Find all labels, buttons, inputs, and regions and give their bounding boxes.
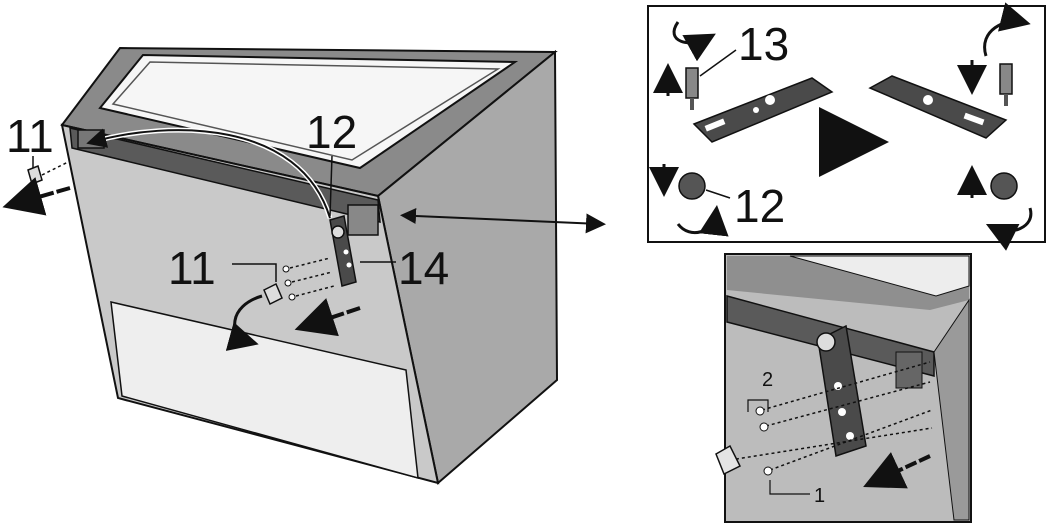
inset-swap-parts — [647, 2, 1046, 251]
front-rail — [69, 127, 381, 223]
pull-direction-arrow-icon — [2, 177, 71, 216]
detail-hinge-plate — [817, 324, 867, 457]
front-lower-panel — [110, 301, 419, 480]
inset-pin-left — [685, 67, 699, 110]
pull-direction-arrow-icon — [294, 298, 361, 337]
cabinet-illustration — [2, 46, 559, 485]
callout-inset-pin: 13 — [738, 18, 789, 70]
inset-cap-left — [678, 172, 706, 200]
detail-bolt — [715, 444, 742, 476]
callout-top-pin: 12 — [306, 106, 357, 158]
pull-direction-arrow-icon — [863, 452, 931, 489]
inset-pin-right — [999, 63, 1013, 106]
rotate-arrow-icon — [225, 294, 263, 351]
rotate-arrow-icon — [672, 21, 716, 62]
callout-detail-screws-a: 2 — [762, 369, 773, 391]
hinge-screws-icon — [263, 257, 335, 306]
inset-cap-right — [990, 172, 1018, 200]
callout-left-screw: 11 — [6, 110, 54, 162]
left-screw-icon — [27, 161, 69, 186]
rotate-arrow-icon — [676, 205, 729, 237]
callout-detail-screws-b: 1 — [814, 485, 825, 507]
detail-hinge-closeup — [715, 253, 972, 523]
rotate-arrow-icon — [985, 207, 1033, 251]
inset-hinge-left — [692, 77, 834, 143]
double-headed-arrow-icon — [400, 208, 606, 234]
inset-hinge-right — [868, 75, 1008, 139]
callout-hinge: 14 — [398, 242, 449, 294]
callout-hinge-screws: 11 — [168, 242, 216, 294]
callout-inset-cap: 12 — [734, 180, 785, 232]
rotate-arrow-icon — [983, 2, 1031, 57]
